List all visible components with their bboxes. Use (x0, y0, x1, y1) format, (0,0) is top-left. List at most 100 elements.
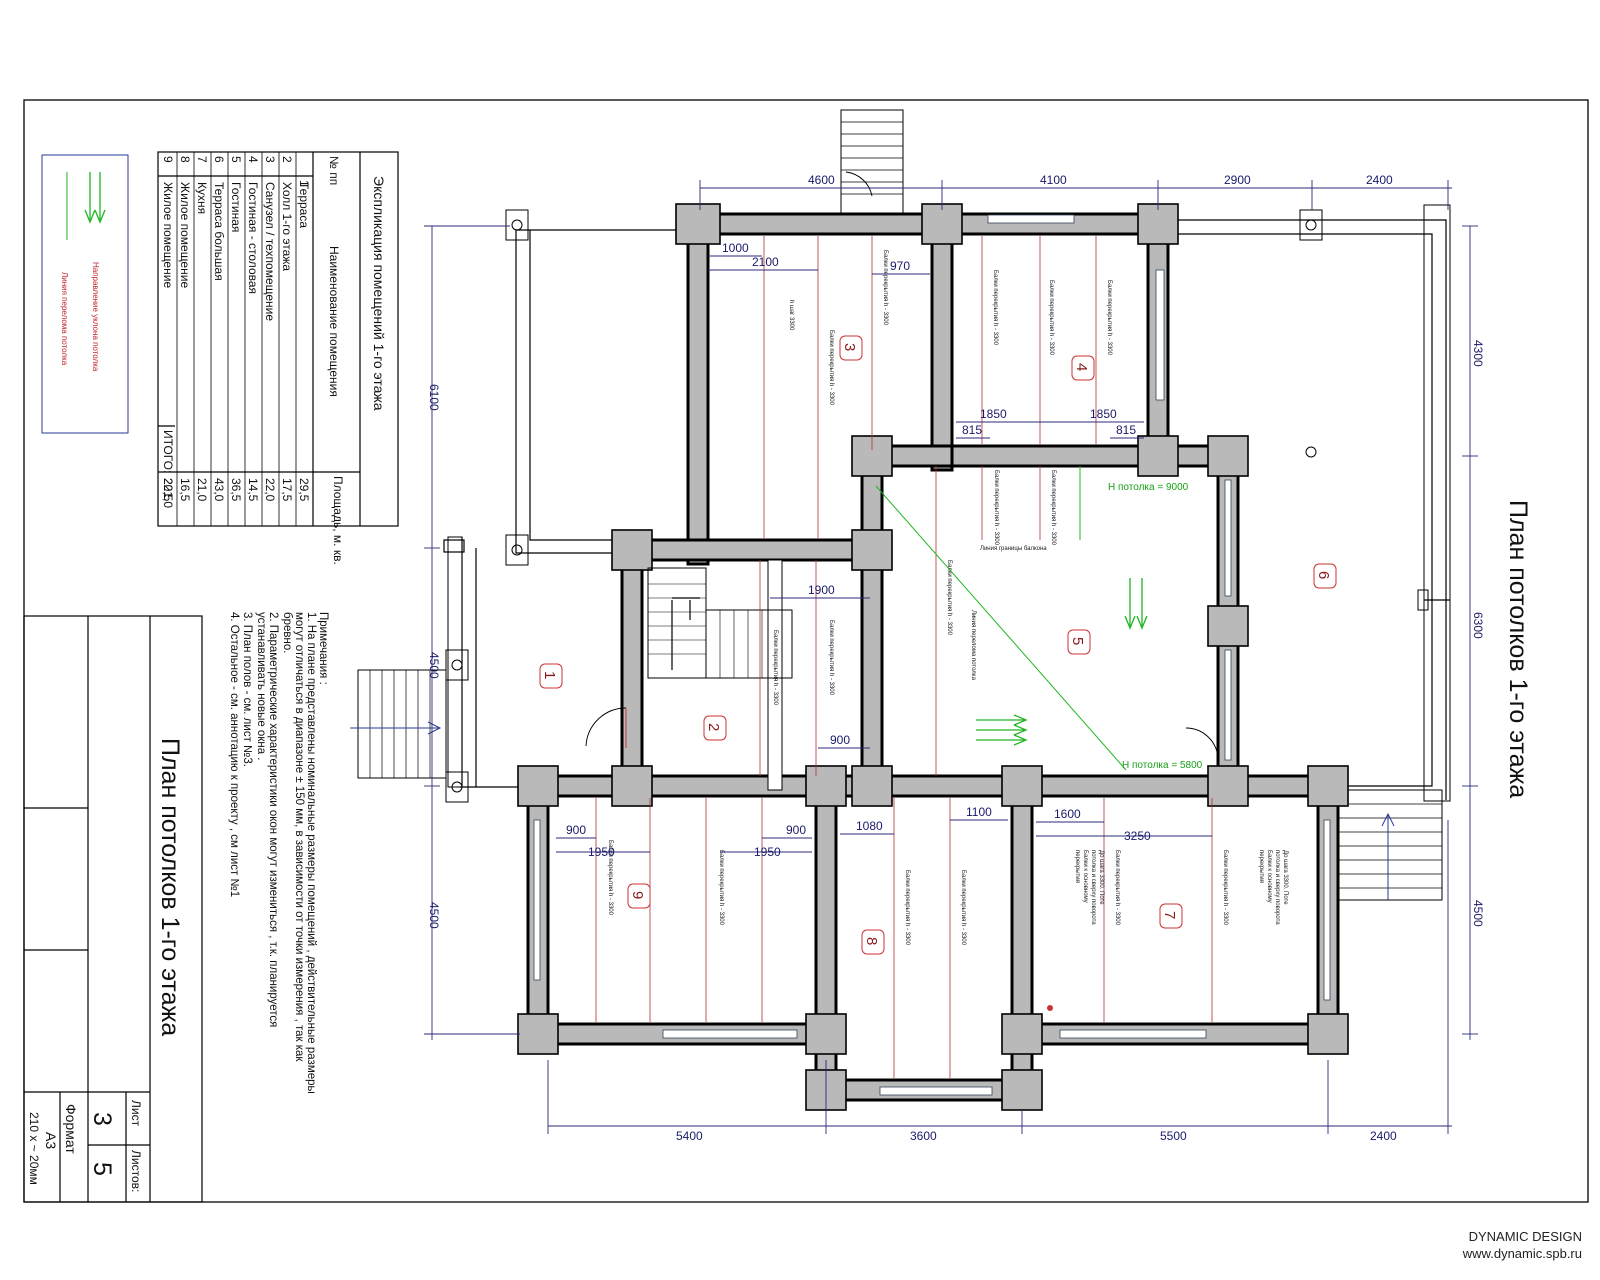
legend-break-text: Линия перелома потолка (60, 272, 69, 366)
dimensions-left: 6100 4500 4500 (424, 225, 520, 1040)
ceiling-height-2: Н потолка = 5800 (1122, 760, 1203, 771)
kitchen-note-line: Балки к основному (1082, 850, 1088, 903)
dim-inner: 815 (1116, 423, 1136, 437)
beam-label: Балки перекрытия h - 3300 (993, 470, 999, 546)
legend-box: Направление уклона потолка Линия перелом… (41, 154, 129, 434)
beam-label: Балки перекрытия h - 3300 (960, 870, 966, 946)
notes-block: Примечания : 1. На плане представлены но… (228, 612, 329, 1094)
row-no: 9 (161, 156, 175, 163)
floor-plan: Балки перекрытия h - 3300 h шаг 3300 Бал… (350, 109, 1485, 1143)
dim-inner: 1900 (808, 583, 835, 597)
explication-col-area: Площадь, м. кв. (331, 476, 345, 565)
room-number-8: 8 (861, 929, 885, 955)
door-swings (585, 171, 1219, 761)
note-line: 4. Остальное - см. аннотацию к проекту ,… (228, 612, 240, 897)
dim-inner: 1100 (966, 805, 992, 819)
kitchen-note-line: потолка и сверху поворота (1090, 850, 1096, 925)
explication-total-label: ИТОГО: (161, 430, 175, 473)
dim-top-2: 4100 (1040, 173, 1067, 187)
row-no: 5 (229, 156, 243, 163)
room-number-label: 6 (1315, 571, 1332, 579)
plan-title: План потолков 1-го этажа (1504, 500, 1532, 798)
dim-bottom-3: 5500 (1160, 1129, 1187, 1143)
row-name: Санузел / техпомещение (263, 182, 277, 321)
row-no: 4 (246, 156, 260, 163)
room-number-7: 7 (1159, 903, 1183, 929)
brand-name: DYNAMIC DESIGN (1468, 1229, 1582, 1244)
room-number-label: 2 (705, 723, 722, 731)
log-joints (517, 203, 1349, 1111)
row-area: 22,0 (263, 478, 277, 502)
row-area: 20,5 (161, 478, 175, 502)
dim-left-2: 4500 (427, 652, 441, 679)
ceiling-break-line: Н потолка = 9000 Н потолка = 5800 Линия … (875, 466, 1203, 771)
beam-label: Балки перекрытия h - 3300 (904, 870, 910, 946)
dim-left-1: 6100 (427, 384, 441, 411)
dim-right-3: 4500 (1471, 900, 1485, 927)
note-line: бревно. (281, 612, 293, 653)
dim-inner: 1850 (1090, 407, 1117, 421)
room-number-label: 1 (541, 671, 558, 679)
brand-signature: DYNAMIC DESIGN www.dynamic.spb.ru (1463, 1228, 1582, 1262)
dim-inner: 900 (786, 823, 806, 837)
stamp-sheets-number: 5 (88, 1162, 116, 1176)
stamp-size-note: 210 х ~ 20мм (27, 1112, 41, 1185)
dim-inner: 1000 (722, 241, 749, 255)
room-number-2: 2 (703, 715, 727, 741)
windows (533, 214, 1331, 1096)
dimensions-top: 4600 4100 2900 2400 (699, 173, 1452, 210)
row-no: 6 (212, 156, 226, 163)
beam-label: Балки перекрытия h - 3300 (607, 840, 613, 916)
explication-title: Экспликация помещений 1-го этажа (371, 176, 387, 411)
dim-inner: 1600 (1054, 807, 1081, 821)
dim-top-1: 4600 (808, 173, 835, 187)
beam-label: Балки перекрытия h - 3300 (992, 270, 998, 346)
row-name: Жилое помещение (161, 182, 175, 288)
explication-col-no: № пп (327, 156, 341, 185)
room-number-3: 3 (839, 335, 863, 361)
slope-arrows-icon (66, 172, 106, 240)
note-line: 2. Параметрические характеристики окон м… (267, 612, 279, 1027)
slope-arrows (976, 578, 1148, 746)
row-name: Терраса большая (212, 182, 226, 281)
dim-right-2: 6300 (1471, 612, 1485, 639)
ceiling-height-1: Н потолка = 9000 (1108, 482, 1189, 493)
room-number-label: 8 (863, 937, 880, 945)
room-number-5: 5 (1067, 629, 1091, 655)
row-no: 1 (297, 180, 311, 187)
beam-label: Балки перекрытия h - 3300 (828, 330, 834, 406)
dim-inner: 1950 (754, 845, 781, 859)
brand-url[interactable]: www.dynamic.spb.ru (1462, 1246, 1582, 1261)
row-name: Гостиная - столовая (246, 182, 260, 294)
slope-right-arrow-icon (976, 714, 1028, 746)
beam-sub: h шаг 3300 (788, 300, 794, 331)
row-name: Гостиная (229, 182, 243, 232)
stamp-format: А3 (43, 1132, 59, 1149)
kitchen-note-line: До шага 3300. Поте (1098, 850, 1104, 905)
note-line: 3. План полов - см. лист №3. (241, 612, 253, 767)
row-area: 17,5 (280, 478, 294, 502)
kitchen-note-line: Балки к основному (1266, 850, 1272, 903)
row-no: 7 (195, 156, 209, 163)
kitchen-note-line: До шага 3300. Поте (1282, 850, 1288, 905)
note-line: 1. На плане представлены номинальные раз… (305, 612, 317, 1094)
row-area: 14,5 (246, 478, 260, 502)
beam-label: Балки перекрытия h - 3300 (1222, 850, 1228, 926)
beam-label: Балки перекрытия h - 3300 (1050, 470, 1056, 546)
terrace-6 (1178, 204, 1451, 802)
dimensions-bottom: 5400 3600 5500 2400 (547, 820, 1452, 1143)
beam-label: Балки перекрытия h - 3300 (1048, 280, 1054, 356)
row-no: 8 (178, 156, 192, 163)
room-number-label: 7 (1161, 911, 1178, 919)
stamp-format-label: Формат (63, 1104, 79, 1154)
dim-left-3: 4500 (427, 902, 441, 929)
beam-label: Балки перекрытия h - 3300 (1114, 850, 1120, 926)
dim-right-1: 4300 (1471, 340, 1485, 367)
room-number-label: 4 (1073, 363, 1090, 371)
kitchen-note-line: перекрытия (1074, 850, 1080, 883)
interior-stair (647, 567, 793, 679)
notes-title: Примечания : (317, 612, 329, 685)
dim-inner: 1080 (856, 819, 883, 833)
beam-label: Балки перекрытия h - 3300 (1106, 280, 1112, 356)
room-number-6: 6 (1313, 563, 1337, 589)
